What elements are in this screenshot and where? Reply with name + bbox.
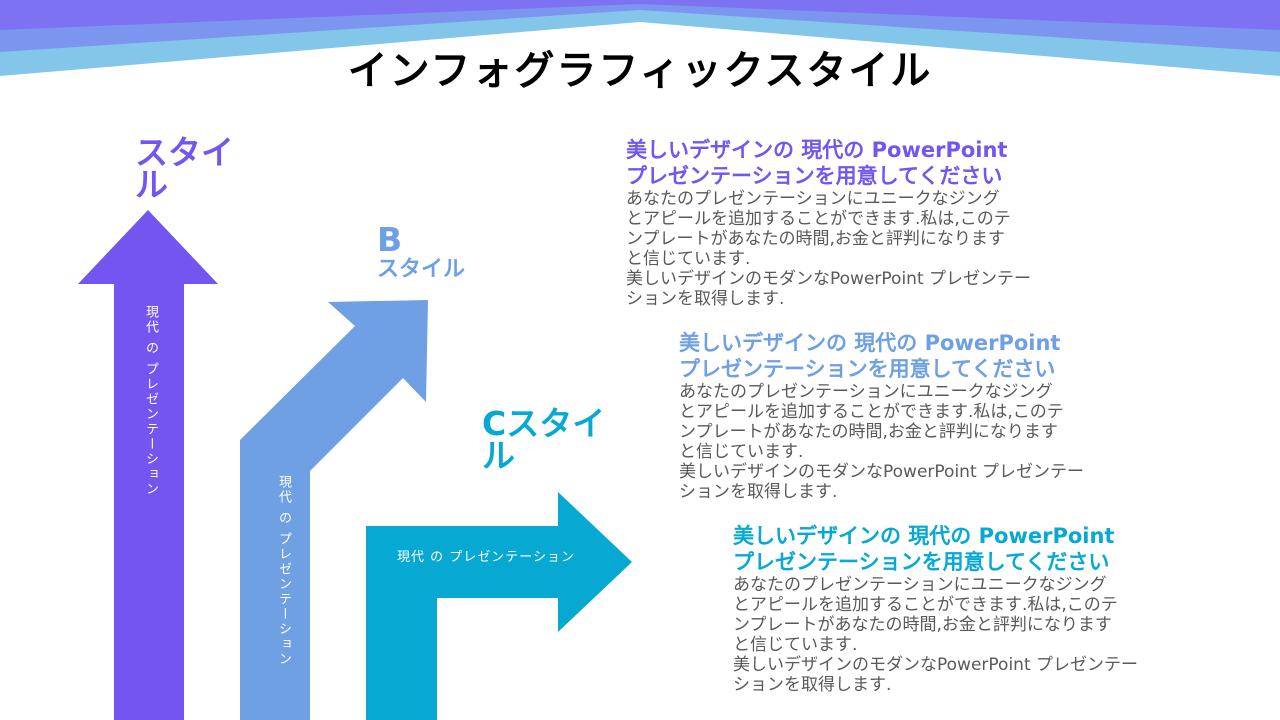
banner-layer-dark <box>0 0 1280 30</box>
style-b-label-line1: B <box>377 220 403 259</box>
style-c-label-line2: ル <box>482 436 515 475</box>
text-block-c: 美しいデザインの 現代の PowerPoint プレゼンテーションを用意してくだ… <box>733 523 1203 695</box>
style-a-label-line1: スタイ <box>135 133 234 172</box>
block-b-heading-line2: プレゼンテーションを用意してください <box>679 357 1056 381</box>
arrow-a-text: 現代 の プレゼンテーション <box>143 305 158 498</box>
text-block-a: 美しいデザインの 現代の PowerPoint プレゼンテーションを用意してくだ… <box>626 137 1096 309</box>
block-a-heading-line1: 美しいデザインの 現代の PowerPoint <box>626 138 1008 162</box>
style-a-label: スタイ ル <box>135 136 234 204</box>
arrow-b <box>240 300 428 720</box>
arrow-a <box>78 210 218 720</box>
style-c-label-line1: Cスタイ <box>482 404 606 443</box>
block-c-heading-line1: 美しいデザインの 現代の PowerPoint <box>733 524 1115 548</box>
block-b-body: あなたのプレゼンテーションにユニークなジング とアピールを追加することができます… <box>679 382 1085 502</box>
block-a-body: あなたのプレゼンテーションにユニークなジング とアピールを追加することができます… <box>626 189 1032 309</box>
page-title: インフォグラフィックスタイル <box>347 48 933 94</box>
arrow-c-text: 現代 の プレゼンテーション <box>397 550 576 565</box>
style-b-label: B スタイル <box>377 223 466 284</box>
block-b-heading-line1: 美しいデザインの 現代の PowerPoint <box>679 331 1061 355</box>
block-c-body: あなたのプレゼンテーションにユニークなジング とアピールを追加することができます… <box>733 575 1139 695</box>
text-block-b: 美しいデザインの 現代の PowerPoint プレゼンテーションを用意してくだ… <box>679 330 1149 502</box>
arrow-c <box>366 492 632 720</box>
block-c-heading-line2: プレゼンテーションを用意してください <box>733 550 1110 574</box>
style-c-label: Cスタイ ル <box>482 407 605 475</box>
style-b-label-line2: スタイル <box>377 257 466 282</box>
arrow-b-text: 現代 の プレゼンテーション <box>276 475 291 668</box>
style-a-label-line2: ル <box>135 165 168 204</box>
top-banner <box>0 0 1280 76</box>
block-a-heading-line2: プレゼンテーションを用意してください <box>626 164 1003 188</box>
